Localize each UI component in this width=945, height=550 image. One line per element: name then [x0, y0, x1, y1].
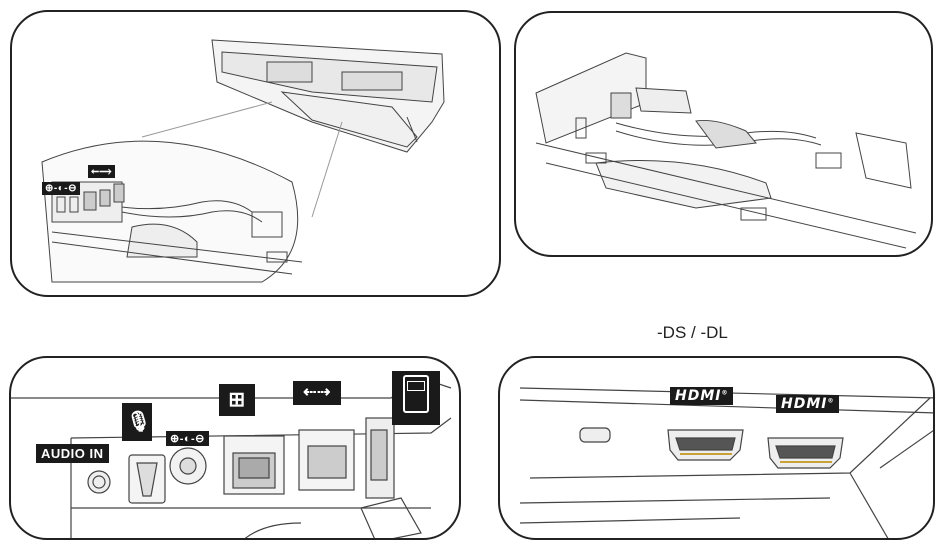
- overview-illustration: [41, 39, 445, 283]
- diagram-panel-hdmi: HDMI® HDMI®: [498, 356, 935, 540]
- variant-title: -DS / -DL: [657, 323, 728, 342]
- usb-icon: ⭠⟶: [88, 165, 115, 178]
- network-lan-icon: ⊞: [219, 384, 255, 416]
- usb-icon: ⇠⇢: [293, 381, 341, 405]
- power-dc-symbol-icon: ⊕-◐-⊖: [166, 431, 209, 446]
- diagram-panel-side-view: [514, 11, 933, 257]
- hdmi-logo-label-2: HDMI®: [776, 395, 840, 413]
- hdmi-logo-label-1: HDMI®: [670, 387, 734, 405]
- microphone-icon: 🎙: [122, 403, 152, 441]
- side-view-illustration: [535, 52, 917, 249]
- power-dc-symbol-icon: ⊕-◐-⊖: [42, 182, 80, 195]
- cash-drawer-icon: [392, 371, 440, 425]
- diagram-panel-overview: ⊕-◐-⊖ ⭠⟶: [10, 10, 501, 297]
- hdmi-illustration: [519, 387, 933, 538]
- diagram-panel-ports: AUDIO IN 🎙 ⊕-◐-⊖ ⊞ ⇠⇢: [9, 356, 461, 540]
- audio-in-label: AUDIO IN: [36, 444, 109, 463]
